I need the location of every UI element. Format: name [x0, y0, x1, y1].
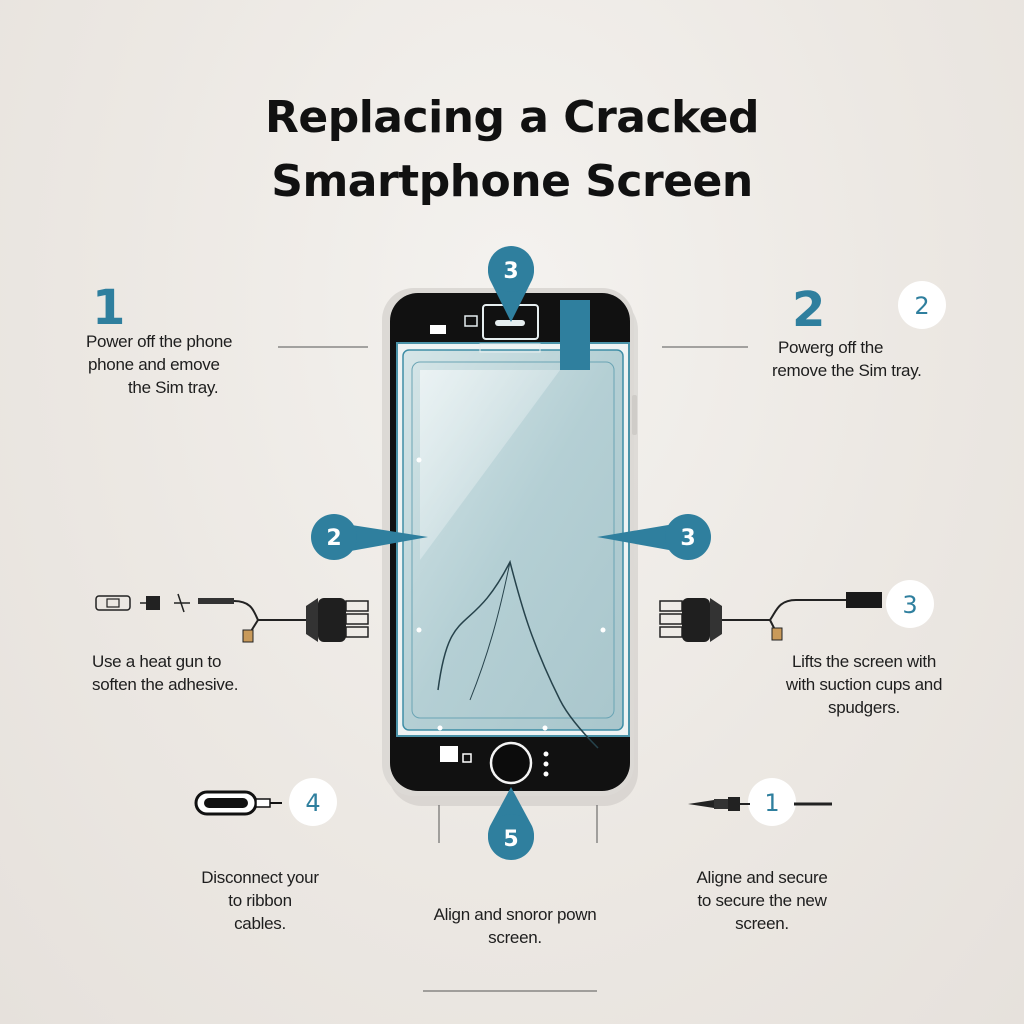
home-button[interactable]: [489, 741, 533, 785]
badge-top-right: 2: [898, 281, 946, 329]
badge-right-mid: 3: [886, 580, 934, 628]
crack-line: [437, 559, 599, 749]
badge-label: 3: [680, 526, 695, 551]
sensor: [430, 325, 446, 334]
text-line: Aligne and secure: [696, 868, 828, 887]
screw-dot: [600, 627, 606, 633]
text-line: Align and snoror pown: [433, 905, 597, 924]
step-text-mid-right: Lifts the screen with with suction cups …: [764, 650, 964, 719]
text-line: remove the Sim tray.: [772, 361, 922, 380]
badge-right-lower: 1: [748, 778, 796, 826]
screw-dot: [437, 725, 443, 731]
badge-label: 5: [503, 827, 518, 852]
mic-dot: [543, 761, 549, 767]
text-line: screen.: [488, 928, 542, 947]
camera-bracket: [464, 315, 478, 327]
bottom-chip: [462, 753, 472, 763]
badge-left-screen: 2: [311, 514, 428, 560]
flex-connector: [479, 343, 541, 353]
phone: [382, 288, 637, 796]
badge-label: 3: [902, 591, 917, 619]
badge-left-lower: 4: [289, 778, 337, 826]
text-line: to ribbon: [228, 891, 292, 910]
ribbon-cable: [560, 300, 590, 370]
step-text-bottom-right: Aligne and secure to secure the new scre…: [672, 866, 852, 935]
text-line: soften the adhesive.: [92, 675, 239, 694]
badge-label: 4: [305, 789, 320, 817]
screw-dot: [542, 725, 548, 731]
text-line: phone and emove: [88, 355, 220, 374]
step-number-2: 2: [792, 282, 826, 338]
title-line-1: Replacing a Cracked: [265, 92, 760, 143]
text-line: Power off the phone: [86, 332, 233, 351]
connector-cable-icon: [659, 592, 882, 642]
mic-dot: [543, 751, 549, 757]
text-line: screen.: [735, 914, 789, 933]
connector-cable-icon: [95, 593, 369, 643]
step-text-bottom-center: Align and snoror pown screen.: [400, 903, 630, 949]
text-line: to secure the new: [697, 891, 827, 910]
text-line: spudgers.: [828, 698, 900, 717]
text-line: Powerg off the: [778, 338, 884, 357]
mic-dot: [543, 771, 549, 777]
side-button: [632, 395, 637, 435]
title-line-2: Smartphone Screen: [271, 156, 753, 207]
text-line: Use a heat gun to: [92, 652, 222, 671]
page-title: Replacing a Cracked Smartphone Screen: [0, 86, 1024, 214]
step-number-1: 1: [92, 280, 126, 336]
soldering-iron-icon: [688, 797, 832, 811]
badge-label: 2: [914, 292, 929, 320]
text-line: cables.: [234, 914, 286, 933]
badge-top-pin: 3: [488, 246, 534, 322]
step-text-bottom-left: Disconnect your to ribbon cables.: [170, 866, 350, 935]
step-text-mid-left: Use a heat gun to soften the adhesive.: [92, 650, 312, 696]
screw-dot: [416, 457, 422, 463]
badge-right-screen: 3: [597, 514, 711, 560]
screen-glare: [420, 370, 560, 560]
badge-label: 2: [326, 526, 341, 551]
text-line: Lifts the screen with: [792, 652, 936, 671]
earpiece: [495, 320, 525, 326]
badge-bottom-pin: 5: [488, 787, 534, 860]
badge-label: 1: [764, 789, 779, 817]
battery-connector-icon: [194, 790, 282, 816]
bottom-chip: [440, 746, 458, 762]
text-line: with suction cups and: [785, 675, 943, 694]
text-line: the Sim tray.: [128, 378, 219, 397]
screw-dot: [416, 627, 422, 633]
step-text-top-right: Powerg off the remove the Sim tray.: [772, 336, 972, 382]
badge-label: 3: [503, 259, 518, 284]
crack-line: [469, 561, 511, 701]
step-text-top-left: Power off the phone phone and emove the …: [86, 330, 286, 399]
text-line: Disconnect your: [201, 868, 319, 887]
